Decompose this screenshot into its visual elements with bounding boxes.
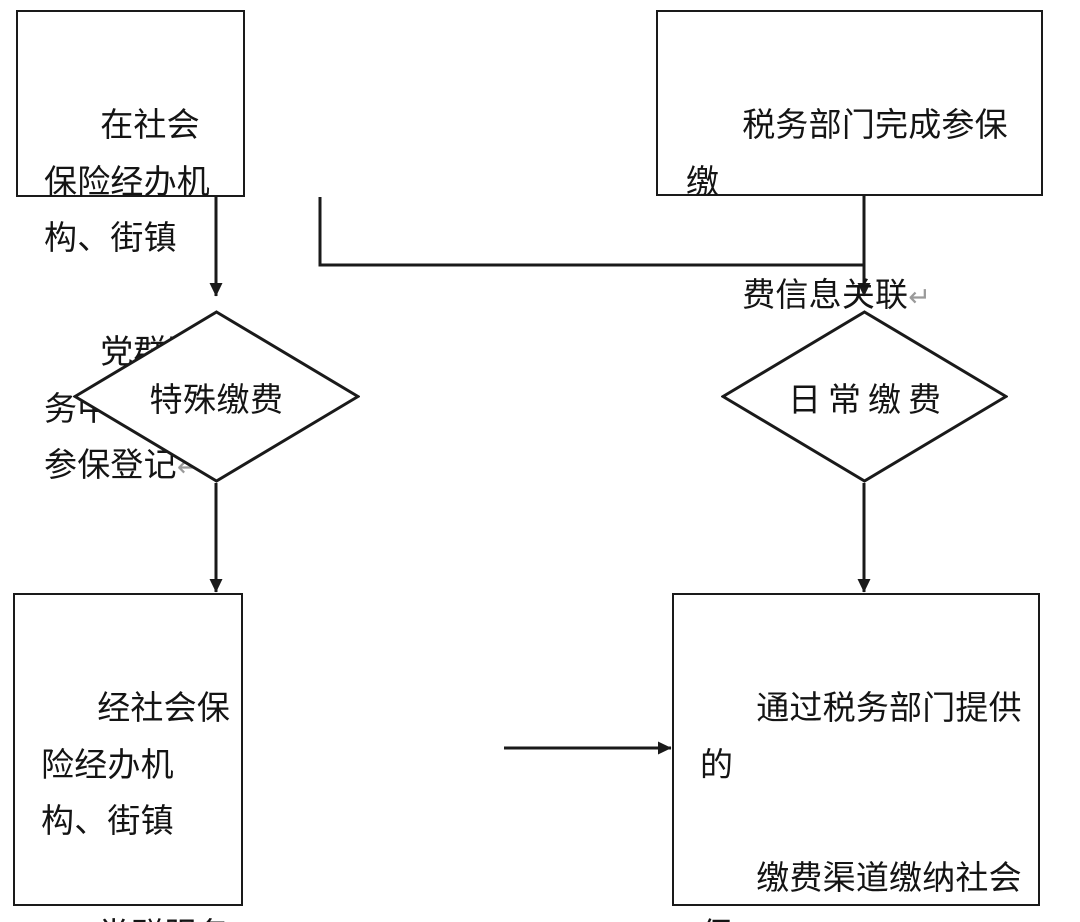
node-push-to-tax-line2: 党群服务中心核定应缴费信 xyxy=(41,916,230,922)
node-pay-line1: 通过税务部门提供的 xyxy=(700,688,1022,783)
node-push-to-tax-box[interactable]: 经社会保险经办机构、街镇 党群服务中心核定应缴费信 息的，社保部门将应缴费信 息… xyxy=(13,593,243,922)
return-mark-icon: ↵ xyxy=(908,282,931,312)
node-tax-link-text: 税务部门完成参保缴 费信息关联↵ xyxy=(686,40,1031,381)
node-tax-link-line1: 税务部门完成参保缴 xyxy=(686,105,1008,200)
node-pay-via-tax-channel-box[interactable]: 通过税务部门提供的 缴费渠道缴纳社会保 险费↵ xyxy=(672,593,1040,922)
node-pay-via-tax-channel-text: 通过税务部门提供的 缴费渠道缴纳社会保 险费↵ xyxy=(700,623,1028,922)
node-special-payment-label: 特殊缴费 xyxy=(149,380,284,418)
node-special-payment-diamond[interactable]: 特殊缴费 xyxy=(73,310,360,483)
node-register-line1: 在社会保险经办机构、街镇 xyxy=(44,105,210,257)
node-register-box[interactable]: 在社会保险经办机构、街镇 党群服务中心办理参保登记↵ xyxy=(16,10,245,483)
node-tax-link-line2: 费信息关联 xyxy=(742,276,909,313)
node-daily-payment-label: 日常缴费 xyxy=(788,380,948,418)
diamond-shape xyxy=(73,310,360,483)
node-push-to-tax-line1: 经社会保险经办机构、街镇 xyxy=(41,688,231,840)
node-push-to-tax-text: 经社会保险经办机构、街镇 党群服务中心核定应缴费信 息的，社保部门将应缴费信 息… xyxy=(41,623,231,922)
node-tax-link-box[interactable]: 税务部门完成参保缴 费信息关联↵ xyxy=(656,10,1043,313)
diamond-shape xyxy=(721,310,1008,483)
node-daily-payment-diamond[interactable]: 日常缴费 xyxy=(721,310,1008,483)
node-pay-line2: 缴费渠道缴纳社会保 xyxy=(700,859,1022,922)
